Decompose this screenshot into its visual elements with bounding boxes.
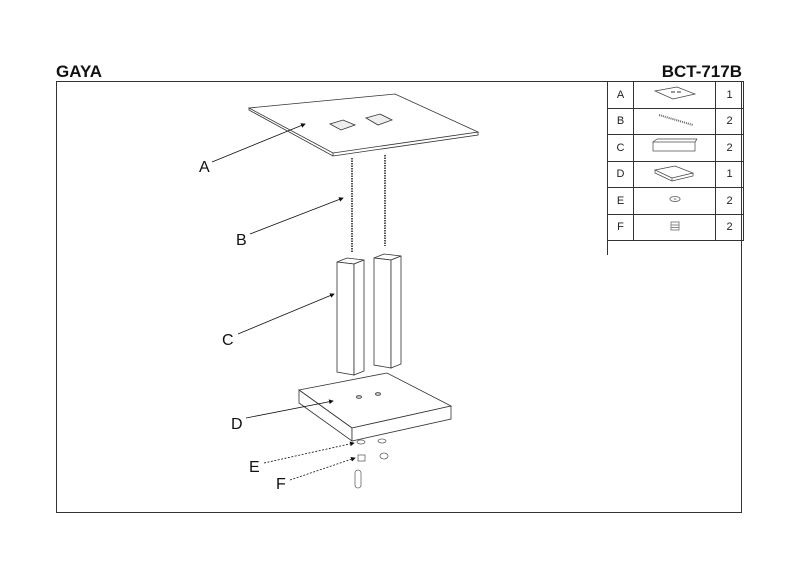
part-letter: F xyxy=(607,213,634,241)
part-qty: 2 xyxy=(715,134,744,162)
legs-part xyxy=(336,253,402,376)
part-qty: 1 xyxy=(715,81,744,109)
callout-f: F xyxy=(276,476,286,493)
callout-c: C xyxy=(222,332,234,349)
threaded-rods-part xyxy=(351,155,386,252)
callout-b: B xyxy=(236,232,247,249)
part-qty: 2 xyxy=(715,213,744,241)
part-qty: 2 xyxy=(715,187,744,215)
leg-icon xyxy=(633,134,716,162)
glass-top-part xyxy=(247,93,480,157)
part-letter: C xyxy=(607,134,634,162)
hardware-parts xyxy=(354,438,389,489)
callout-arrows xyxy=(211,123,356,481)
washer-icon xyxy=(633,187,716,215)
part-qty: 2 xyxy=(715,107,744,135)
nut-icon xyxy=(633,213,716,241)
callout-d: D xyxy=(231,416,243,433)
drawing-frame xyxy=(56,81,742,513)
callout-a: A xyxy=(199,159,210,176)
product-code: BCT-717B xyxy=(661,62,742,81)
part-qty: 1 xyxy=(715,160,744,188)
base-plate-part xyxy=(298,372,453,442)
product-name: GAYA xyxy=(56,62,102,81)
base-plate-icon xyxy=(633,160,716,188)
callout-e: E xyxy=(249,459,260,476)
